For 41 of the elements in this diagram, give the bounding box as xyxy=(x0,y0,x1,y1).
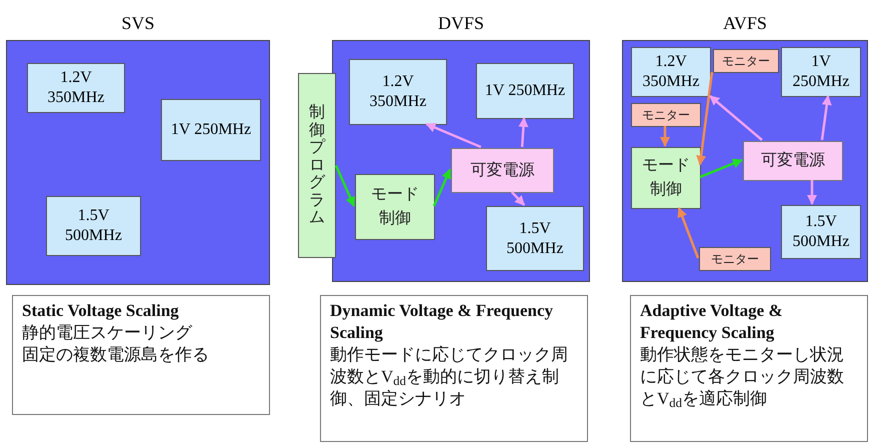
monitor-box: モニター xyxy=(699,247,771,271)
arrow xyxy=(696,72,714,166)
description-text: 静的電圧スケーリング xyxy=(22,322,194,344)
arrow xyxy=(678,207,700,258)
voltage-island-box: 1V 250MHz xyxy=(781,47,861,97)
description-text: 動作モードに応じてクロック周波数とV$_{dd}$を動的に切り替え制御、固定シナリオ xyxy=(330,344,569,410)
description-card xyxy=(12,295,270,415)
arrow xyxy=(334,165,356,207)
arrow xyxy=(660,126,670,147)
description-heading: Static Voltage Scaling xyxy=(22,300,180,322)
voltage-island-box: 1.2V 350MHz xyxy=(27,63,125,113)
description-card xyxy=(320,295,588,442)
power-supply-box: 可変電源 xyxy=(451,148,554,193)
voltage-island-box: 1.5V 500MHz xyxy=(46,196,141,256)
description-text: 固定の複数電源島を作る xyxy=(22,344,210,366)
panel-title: SVS xyxy=(120,12,156,35)
arrow xyxy=(518,117,528,148)
arrow xyxy=(700,158,743,178)
panel-title: DVFS xyxy=(436,12,486,35)
voltage-island-box: 1V 250MHz xyxy=(161,99,261,161)
arrow xyxy=(425,122,482,148)
voltage-island-box: 1.5V 500MHz xyxy=(781,205,861,259)
mode-control-box: モード制御 xyxy=(631,147,701,209)
voltage-island-box: 1.2V 350MHz xyxy=(631,47,711,97)
mode-control-box: モード制御 xyxy=(355,174,435,240)
arrow xyxy=(510,191,526,206)
arrow xyxy=(709,95,763,141)
voltage-island-box: 1.5V 500MHz xyxy=(486,206,584,271)
description-text: 動作状態をモニターし状況に応じて各クロック周波数とV$_{dd}$を適応制御 xyxy=(640,344,845,410)
arrow xyxy=(807,180,817,205)
power-supply-box: 可変電源 xyxy=(743,141,843,181)
control-program-box: 制御プログラム xyxy=(298,73,336,258)
monitor-box: モニター xyxy=(631,103,701,127)
description-heading: Dynamic Voltage & Frequency Scaling xyxy=(330,300,554,344)
panel-title: AVFS xyxy=(722,12,768,35)
voltage-island-box: 1V 250MHz xyxy=(476,63,574,119)
arrow xyxy=(820,95,832,140)
monitor-box: モニター xyxy=(713,49,779,73)
description-card xyxy=(630,295,868,442)
description-heading: Adaptive Voltage & Frequency Scaling xyxy=(640,300,784,344)
voltage-island-box: 1.2V 350MHz xyxy=(349,59,447,125)
